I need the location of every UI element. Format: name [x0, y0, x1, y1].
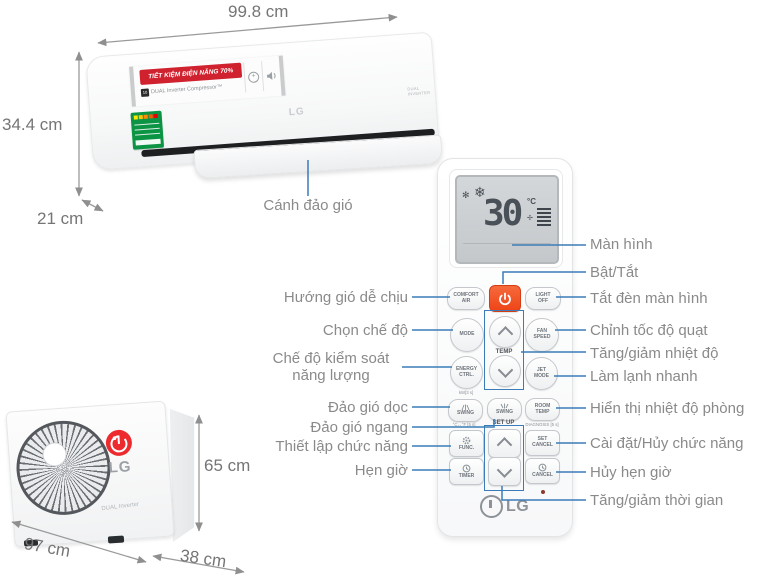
plus-circle-icon: + [243, 61, 264, 93]
outdoor-lg-logo: LG [108, 458, 133, 477]
clock-icon [462, 464, 471, 473]
temp-up-button [489, 316, 521, 348]
swing-vertical-button: SWING [448, 399, 483, 422]
power-button [489, 285, 521, 312]
callout-energy-control: Chế độ kiểm soát năng lượng [272, 350, 390, 384]
gear-icon [462, 436, 471, 444]
energy-rating-label [130, 110, 165, 150]
fan-speed-bars [537, 208, 551, 228]
outdoor-unit-front: LG DUAL Inverter [5, 400, 175, 548]
energy-ctrl-button: ENERGY CTRL. [450, 356, 483, 389]
temp-group-highlight [484, 310, 524, 390]
speaker-icon [261, 59, 282, 92]
kw-sub-label: kW[3 s] [458, 390, 474, 395]
fan-mode-icon: ✻ [462, 190, 470, 200]
callout-swing-horizontal: Đảo gió ngang [310, 419, 408, 436]
lg-badge-icon [105, 429, 132, 456]
callout-room-temp: Hiển thị nhiệt độ phòng [590, 400, 745, 417]
dual-inverter-side-label: DUAL INVERTER [407, 85, 431, 97]
indoor-unit-body: TIẾT KIỆM ĐIỆN NĂNG 70% 10 DUAL Inverter… [85, 31, 443, 179]
lg-circle-icon [480, 495, 503, 518]
fan-speed-icon: ✢ [527, 215, 533, 222]
callout-set-cancel: Cài đặt/Hủy chức năng [590, 435, 744, 452]
setup-up-button [488, 429, 521, 458]
light-off-button: LIGHT OFF [525, 287, 561, 310]
set-cancel-button: SET CANCEL [525, 430, 560, 456]
timer-button: TIMER [449, 458, 484, 485]
mode-button: MODE [450, 318, 484, 352]
warranty-badge: 10 [140, 88, 150, 98]
outdoor-depth-dimension: 38 cm [178, 545, 228, 572]
jet-mode-button: JET MODE [525, 357, 558, 390]
display-temp-unit: °C [527, 197, 536, 206]
callout-comfort-air: Hướng gió dễ chịu [283, 289, 408, 306]
callout-function-setup: Thiết lập chức năng [275, 438, 408, 455]
clock-icon [538, 463, 547, 472]
compressor-label: DUAL Inverter Compressor™ [150, 84, 223, 96]
callout-temp-adjust: Tăng/giảm nhiệt độ [590, 345, 719, 362]
outdoor-unit-illustration: LG DUAL Inverter [5, 398, 218, 568]
outdoor-dual-inverter-label: DUAL Inverter [101, 501, 140, 513]
snowflake-icon: ❄ [474, 184, 486, 200]
timer-cancel-button: CANCEL [525, 458, 560, 484]
outdoor-foot [107, 535, 125, 544]
remote-control-illustration: ✻ ❄ 30 °C ✢ COMFORT AIR LIGHT OFF MODE F… [437, 158, 573, 537]
callout-fan-speed: Chỉnh tốc độ quạt [590, 322, 708, 339]
ir-led-indicator [541, 490, 545, 494]
power-icon [499, 292, 511, 305]
swing-horizontal-icon [500, 403, 509, 409]
func-button: FUNC. [449, 430, 484, 457]
swing-horizontal-button: SWING [487, 398, 522, 421]
swing-vertical-icon [461, 404, 470, 411]
remote-display: ✻ ❄ 30 °C ✢ [455, 175, 559, 264]
flap-callout-label: Cánh đảo gió [263, 197, 353, 214]
setup-group-highlight [484, 425, 524, 491]
callout-swing-vertical: Đảo gió dọc [327, 399, 408, 416]
outdoor-unit-side [169, 408, 195, 543]
indoor-depth-dimension: 21 cm [37, 209, 84, 228]
indoor-lg-logo: LG [288, 106, 306, 119]
remote-lg-logo: LG [480, 495, 529, 518]
setup-down-button [488, 457, 521, 486]
callout-jet-mode: Làm lạnh nhanh [590, 368, 698, 385]
outdoor-fan [13, 417, 114, 518]
callout-timer: Hẹn giờ [354, 462, 408, 479]
callout-time-adjust: Tăng/giảm thời gian [590, 492, 724, 509]
callout-light-off: Tắt đèn màn hình [590, 290, 708, 307]
indoor-width-dimension: 99.8 cm [228, 2, 289, 21]
diagnosis-sub-label: DIAGNOSIS [5 s] [525, 422, 559, 427]
comfort-air-button: COMFORT AIR [447, 287, 485, 310]
indoor-unit-illustration: TIẾT KIỆM ĐIỆN NĂNG 70% 10 DUAL Inverter… [84, 15, 446, 215]
room-temp-button: ROOM TEMP [525, 398, 560, 421]
setup-group-label: SET UP [492, 420, 515, 426]
temp-group-label: TEMP [495, 349, 513, 355]
callout-cancel-timer: Hủy hẹn giờ [590, 464, 672, 481]
outdoor-height-dimension: 65 cm [204, 456, 251, 475]
callout-display: Màn hình [590, 236, 653, 253]
fan-speed-button: FAN SPEED [525, 318, 559, 352]
callout-power: Bật/Tắt [590, 264, 639, 281]
indoor-height-dimension: 34.4 cm [2, 115, 63, 134]
energy-saving-banner: TIẾT KIỆM ĐIỆN NĂNG 70% [139, 62, 243, 86]
display-temperature: 30 [483, 193, 523, 234]
promo-sticker: TIẾT KIỆM ĐIỆN NĂNG 70% 10 DUAL Inverter… [129, 55, 286, 107]
callout-mode: Chọn chế độ [322, 322, 408, 339]
temp-down-button [489, 355, 521, 387]
display-divider [463, 243, 551, 244]
celsius-fahrenheit-sub-label: °C↔°F [5 s] [452, 422, 476, 427]
